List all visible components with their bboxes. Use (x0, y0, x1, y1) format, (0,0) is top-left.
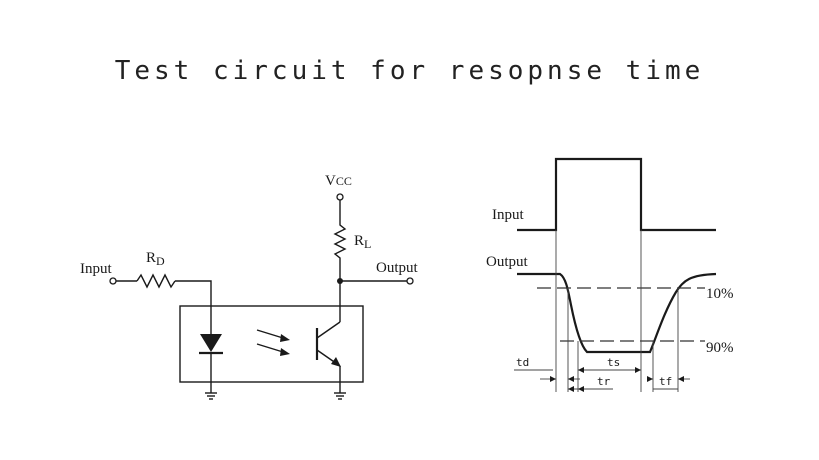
phototransistor-icon (315, 321, 341, 367)
input-terminal (109, 277, 117, 285)
vcc-terminal (336, 193, 344, 201)
rd-label: RD (146, 250, 165, 268)
output-terminal (406, 277, 414, 285)
circuit-input-label: Input (80, 261, 112, 277)
waveform-input-label: Input (492, 207, 524, 223)
output-response-curve (517, 272, 717, 354)
rd-to-led-wire (175, 280, 212, 316)
rl-resistor (333, 200, 347, 281)
waveform-output-label: Output (486, 254, 529, 270)
optocoupler-package (179, 305, 364, 383)
ground-icon (334, 392, 346, 400)
light-arrows-icon (256, 329, 290, 356)
vcc-label: VCC (325, 173, 352, 189)
rd-resistor (136, 273, 176, 289)
timing-waveform: Input Output 10% 90% td tr ts (486, 157, 734, 392)
level-90-label: 90% (706, 340, 734, 356)
ground-icon (205, 392, 217, 400)
led-icon (200, 334, 222, 352)
td-label: td (516, 356, 529, 369)
circuit-output-label: Output (376, 260, 419, 276)
page-title: Test circuit for resopnse time (114, 56, 705, 86)
input-pulse (517, 157, 716, 232)
tf-label: tf (659, 375, 672, 388)
rl-label: RL (354, 233, 371, 251)
tr-label: tr (597, 375, 611, 388)
test-circuit: Input RD (80, 173, 419, 400)
level-10-label: 10% (706, 286, 734, 302)
ts-label: ts (607, 356, 620, 369)
